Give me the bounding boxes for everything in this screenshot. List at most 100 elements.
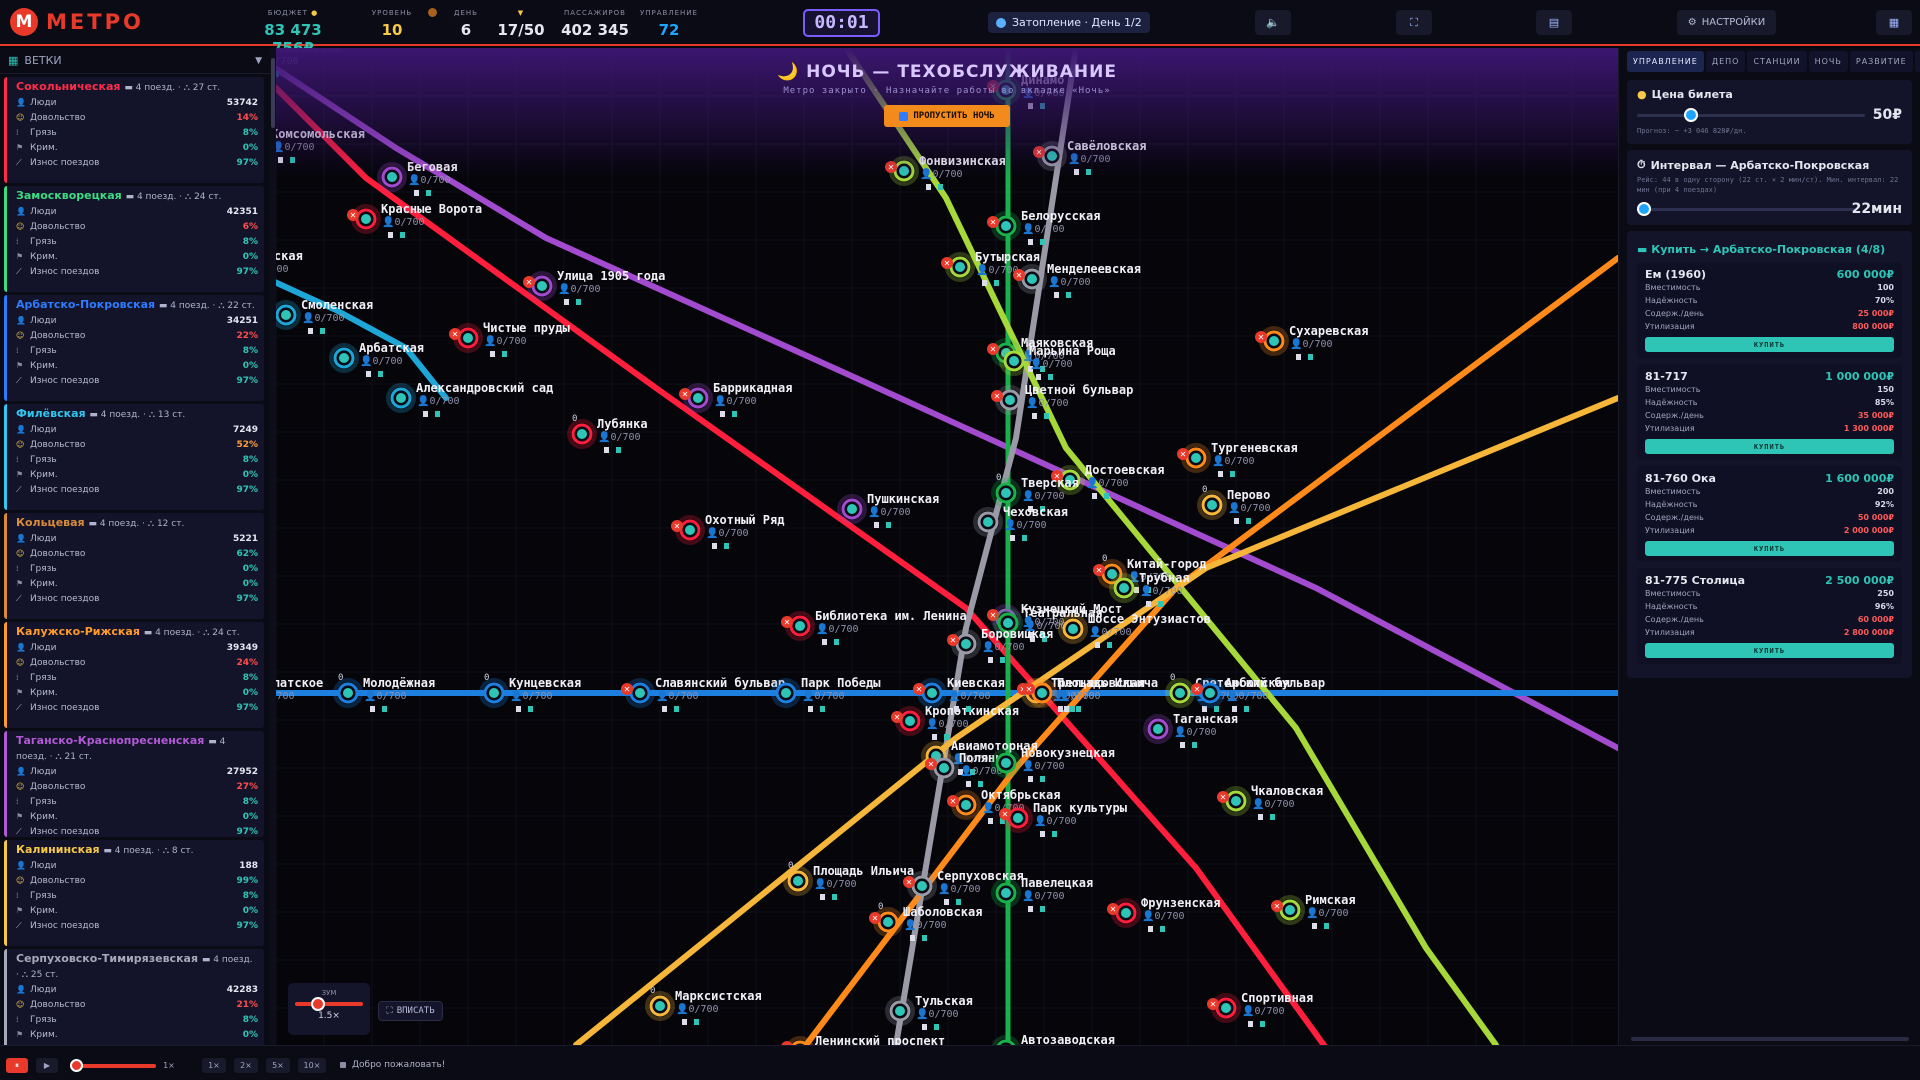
station[interactable]: ✕Чкаловская👤0/700 (1217, 784, 1323, 820)
sidebar-scrollbar[interactable] (270, 48, 276, 1045)
interval-slider-knob[interactable] (1637, 202, 1651, 216)
station[interactable]: ✕Боровицкая👤0/700 (947, 627, 1053, 663)
sidebar-scroll-thumb[interactable] (271, 58, 275, 128)
station[interactable]: Чеховская👤0/700 (973, 505, 1068, 541)
station[interactable]: ✕Арбатская👤0/700 (1191, 676, 1290, 712)
station[interactable]: ✕Фонвизинская👤0/700 (885, 154, 1006, 190)
station[interactable]: ✕Площадь Ильича👤0/700 (1023, 676, 1158, 712)
station[interactable]: ✕Улица 1905 года👤0/700 (523, 269, 665, 305)
stats-button[interactable]: ▦ (1876, 10, 1912, 35)
station[interactable]: Таганская👤0/700 (1143, 712, 1238, 748)
station[interactable]: ✕Римская👤0/700 (1271, 893, 1356, 929)
station[interactable]: ✕Чистые пруды👤0/700 (449, 321, 570, 357)
station[interactable]: Павелецкая👤0/700 (991, 876, 1093, 912)
line-card[interactable]: Серпуховско-Тимирязевская ▬ 4 поезд. · ⛬… (4, 949, 264, 1045)
station[interactable]: Александровский сад👤0/700 (386, 381, 553, 417)
station[interactable]: ✕Фрунзенская👤0/700 (1107, 896, 1220, 932)
play-button[interactable]: ▶ (36, 1058, 58, 1073)
pause-button[interactable]: ⏸ (6, 1058, 28, 1073)
line-card[interactable]: Сокольническая ▬ 4 поезд. · ⛬ 27 ст.👤Люд… (4, 77, 264, 183)
skip-night-button[interactable]: ПРОПУСТИТЬ НОЧЬ (884, 105, 1010, 127)
buy-train-button[interactable]: КУПИТЬ (1645, 541, 1894, 556)
station[interactable]: ✕Цветной бульвар👤0/700 (991, 383, 1133, 419)
buy-train-button[interactable]: КУПИТЬ (1645, 439, 1894, 454)
station[interactable]: ✕Октябрьская👤0/700 (947, 788, 1060, 824)
chevron-down-icon[interactable]: ▼ (255, 55, 262, 66)
station[interactable]: Киевская👤0/700 (276, 249, 303, 285)
station[interactable]: Крылатское👤0/700 (276, 676, 323, 712)
lines-header[interactable]: ▦ ВЕТКИ ▼ (0, 48, 270, 74)
station[interactable]: ✕Бутырская👤0/700 (941, 250, 1040, 286)
station[interactable]: Новокузнецкая👤0/700 (991, 746, 1115, 782)
buy-train-button[interactable]: КУПИТЬ (1645, 643, 1894, 658)
station[interactable]: ✕Савёловская👤0/700 (1033, 139, 1146, 175)
zoom-control[interactable]: ЗУМ 1.5× (288, 983, 370, 1035)
station[interactable]: ✕Достоевская👤0/700 (1051, 463, 1164, 499)
line-card[interactable]: Замоскворецкая ▬ 4 поезд. · ⛬ 24 ст.👤Люд… (4, 186, 264, 292)
station[interactable]: ✕Ленинский проспект👤0/700 (781, 1034, 945, 1045)
ticket-slider-track[interactable] (1637, 114, 1865, 117)
station[interactable]: ✕Баррикадная👤0/700 (679, 381, 792, 417)
speed-slider-knob[interactable] (70, 1059, 83, 1072)
station[interactable]: ✕Славянский бульвар👤0/700 (621, 676, 785, 712)
station[interactable]: ✕Комсомольская👤0/700 (276, 127, 365, 163)
station[interactable]: Автозаводская👤0/700 (991, 1033, 1115, 1045)
speed-10x-button[interactable]: 10× (298, 1058, 326, 1073)
station[interactable]: ✕Белорусская👤0/700 (987, 209, 1100, 245)
settings-button[interactable]: ⚙ НАСТРОЙКИ (1677, 10, 1776, 35)
ticket-slider-knob[interactable] (1684, 108, 1699, 122)
fullscreen-button[interactable]: ⛶ (1396, 10, 1432, 35)
station[interactable]: ✕Парк культуры👤0/700 (999, 801, 1128, 837)
station[interactable]: Пушкинская👤0/700 (837, 492, 939, 528)
interval-slider-track[interactable] (1637, 208, 1855, 211)
metro-map[interactable]: 0Полежаевская👤0/700✕Комсомольская👤0/700Б… (276, 48, 1618, 1045)
line-card[interactable]: Арбатско-Покровская ▬ 4 поезд. · ⛬ 22 ст… (4, 295, 264, 401)
station[interactable]: ✕Серпуховская👤0/700 (903, 869, 1024, 905)
sound-button[interactable]: 🔈 (1255, 10, 1291, 35)
zoom-slider-knob[interactable] (311, 997, 325, 1011)
station[interactable]: ✕Красные Ворота👤0/700 (347, 202, 482, 238)
station[interactable]: ✕Менделеевская👤0/700 (1013, 262, 1141, 298)
line-card[interactable]: Таганско-Краснопресненская ▬ 4 поезд. · … (4, 731, 264, 837)
station[interactable]: Авиамоторная👤0/700 (921, 739, 1038, 775)
station[interactable]: ✕Тургеневская👤0/700 (1177, 441, 1298, 477)
zoom-slider[interactable] (295, 997, 363, 1011)
tab-1[interactable]: ДЕПО (1705, 50, 1746, 72)
station[interactable]: ✕Кропоткинская👤0/700 (891, 704, 1019, 740)
speed-slider[interactable] (70, 1059, 156, 1072)
fit-button[interactable]: ⛶ ВПИСАТЬ (378, 1001, 443, 1021)
station[interactable]: Арбатская👤0/700 (329, 341, 424, 377)
station[interactable]: Смоленская👤0/700 (276, 298, 373, 334)
speed-1x-button[interactable]: 1× (202, 1058, 226, 1073)
metro-map-canvas[interactable]: 0Полежаевская👤0/700✕Комсомольская👤0/700Б… (276, 48, 1618, 1045)
buy-train-button[interactable]: КУПИТЬ (1645, 337, 1894, 352)
station[interactable]: ✕Охотный Ряд👤0/700 (671, 513, 784, 549)
speed-5x-button[interactable]: 5× (266, 1058, 290, 1073)
station[interactable]: Парк Победы👤0/700 (771, 676, 881, 712)
tab-2[interactable]: СТАНЦИИ (1747, 50, 1807, 72)
ticket-price-slider[interactable]: 50₽ (1637, 107, 1902, 123)
tab-0[interactable]: УПРАВЛЕНИЕ (1627, 50, 1704, 72)
station[interactable]: Тульская👤0/700 (885, 994, 973, 1030)
station[interactable]: ✕Сухаревская👤0/700 (1255, 324, 1368, 360)
station[interactable]: Марьина Роща👤0/700 (999, 344, 1116, 380)
line-card[interactable]: Калужско-Рижская ▬ 4 поезд. · ⛬ 24 ст.👤Л… (4, 622, 264, 728)
station[interactable]: Шоссе Энтузиастов👤0/700 (1058, 612, 1211, 648)
save-button[interactable]: ▤ (1536, 10, 1572, 35)
interval-slider[interactable]: 22мин (1637, 201, 1902, 217)
station[interactable]: ✕Киевская👤0/700 (913, 676, 1005, 712)
event-badge[interactable]: Затопление · День 1/2 (988, 12, 1150, 33)
station[interactable]: Беговая👤0/700 (377, 160, 458, 196)
station[interactable]: Театральная👤0/700 (993, 606, 1102, 642)
station[interactable]: ✕Библиотека им. Ленина👤0/700 (781, 609, 967, 645)
